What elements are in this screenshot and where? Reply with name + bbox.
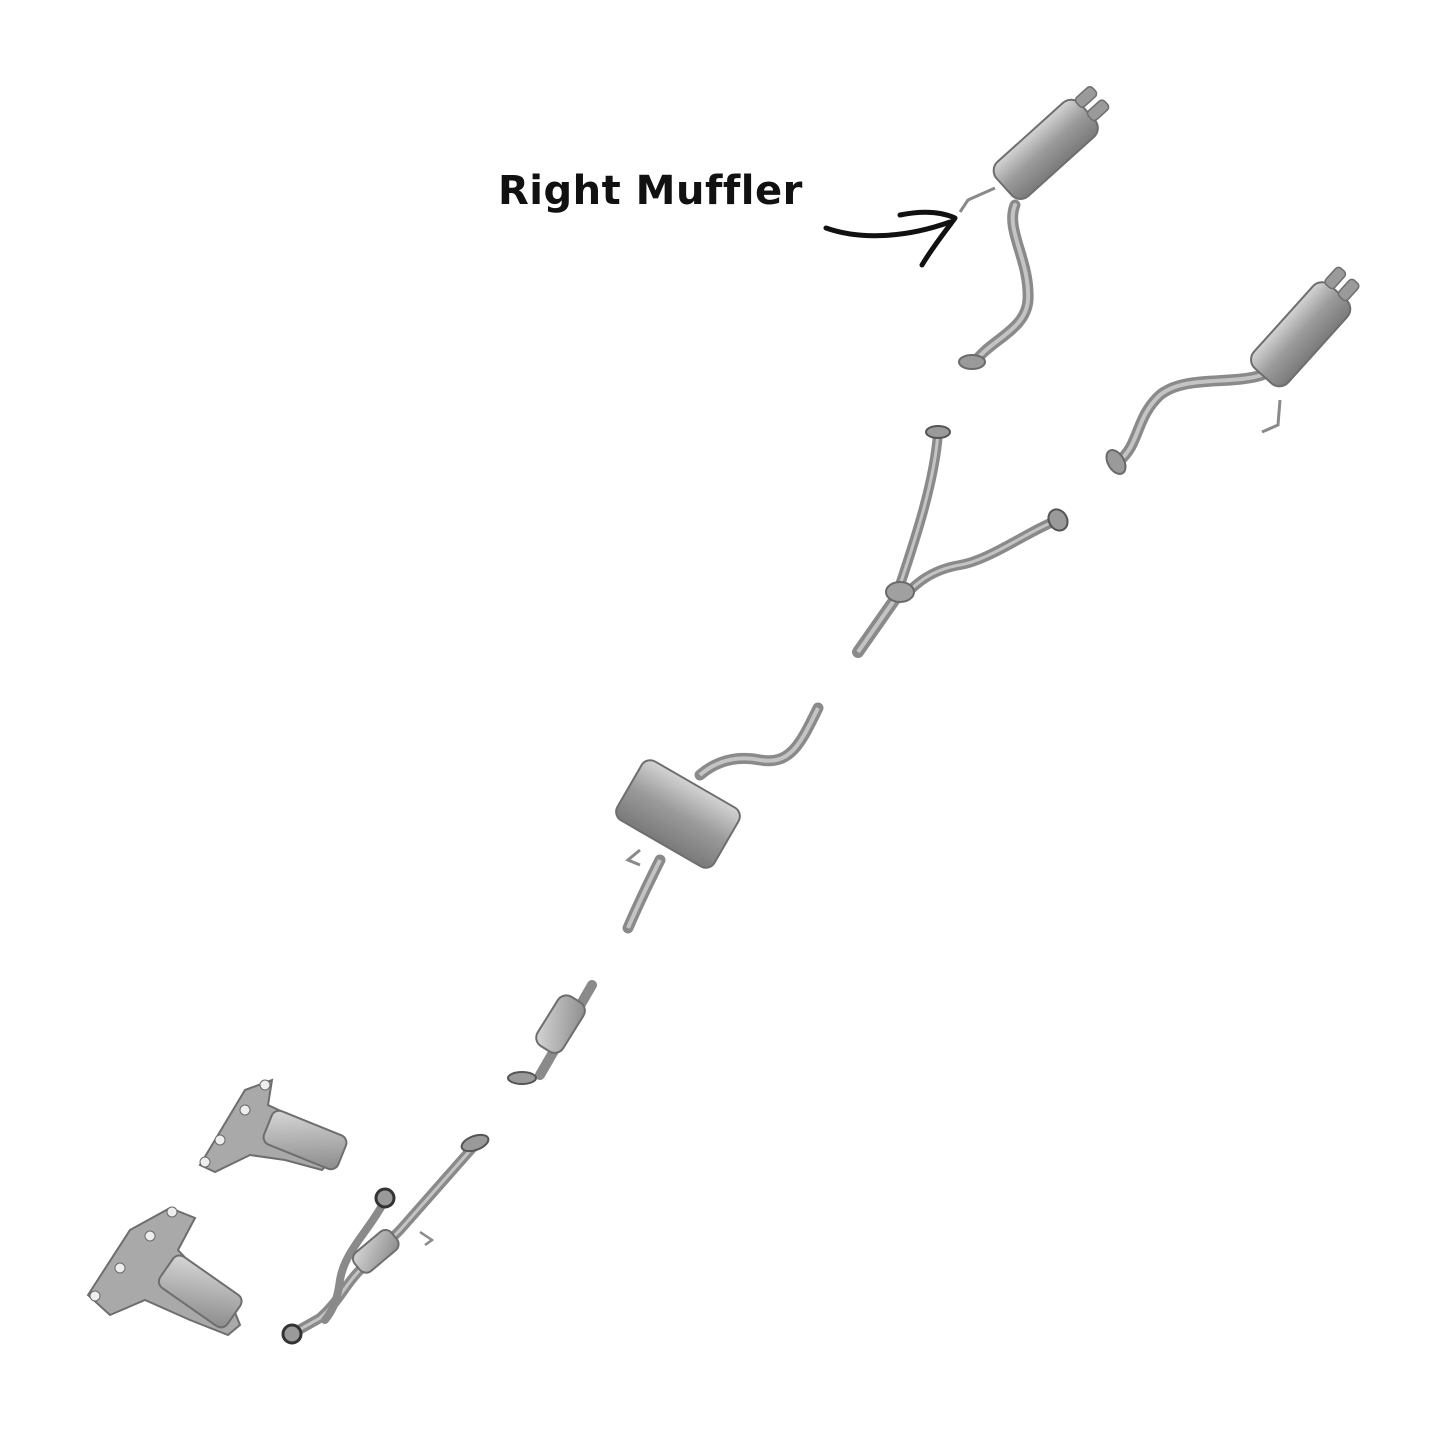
rear-exhaust-manifold <box>86 1206 243 1337</box>
y-pipe <box>852 425 1069 658</box>
left-muffler <box>1105 266 1360 475</box>
callout-arrow <box>823 219 953 239</box>
resonator <box>615 702 824 934</box>
catalytic-converter <box>507 980 597 1085</box>
front-pipe <box>281 1133 490 1345</box>
right-muffler-label: Right Muffler <box>498 168 803 214</box>
front-exhaust-manifold <box>198 1078 348 1174</box>
right-muffler <box>958 85 1110 370</box>
callout-arrowhead <box>897 209 958 268</box>
